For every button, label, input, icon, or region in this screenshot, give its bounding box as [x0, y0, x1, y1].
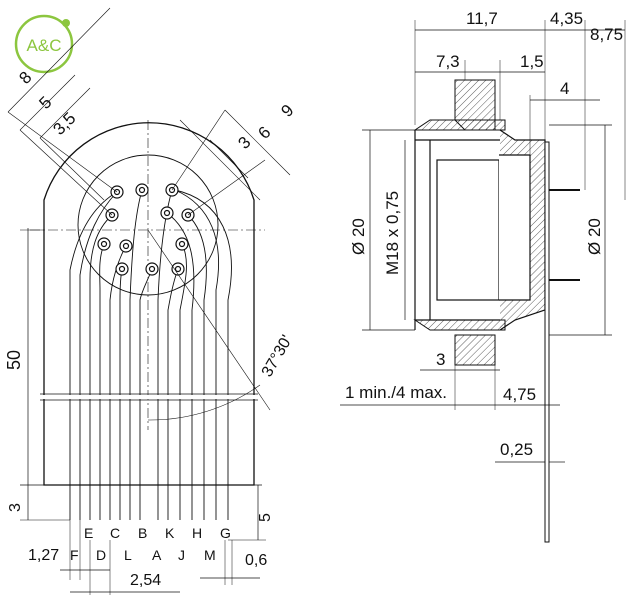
ac-logo: A&C — [14, 14, 74, 74]
dim-0-6: 0,6 — [245, 552, 267, 569]
pin-label: B — [138, 525, 147, 541]
dim-3-bottom: 3 — [7, 503, 24, 512]
pin-labels-bottom: D L A J M — [96, 547, 216, 563]
dim-angle: 37°30' — [259, 332, 296, 380]
dim-8-75: 8,75 — [590, 25, 623, 44]
pin-label: L — [124, 547, 132, 563]
dim-5-bottom: 5 — [257, 513, 274, 522]
pin-label: J — [178, 547, 185, 563]
pin-label: E — [84, 525, 93, 541]
pin-label: H — [192, 525, 202, 541]
dim-5: 5 — [35, 93, 55, 113]
pin-label: F — [70, 547, 79, 563]
pin-label: G — [220, 525, 231, 541]
dim-50: 50 — [4, 350, 24, 370]
dim-3-side: 3 — [436, 350, 445, 369]
logo-text: A&C — [27, 36, 62, 55]
pin-label: D — [96, 547, 106, 563]
dim-panel: 1 min./4 max. — [345, 383, 447, 402]
pin-label: M — [204, 547, 216, 563]
pin-label: C — [110, 525, 120, 541]
dim-dia-20-right: Ø 20 — [585, 218, 604, 255]
pin-labels-top: F E C B K H G — [70, 525, 231, 563]
dim-4-75: 4,75 — [503, 385, 536, 404]
dim-7-3: 7,3 — [436, 52, 460, 71]
pin-label: K — [165, 525, 175, 541]
pin-label: A — [152, 547, 162, 563]
front-view — [7, 7, 291, 595]
dim-dia-20-left: Ø 20 — [349, 218, 368, 255]
dim-4-35: 4,35 — [550, 9, 583, 28]
side-view-labels: 11,7 4,35 8,75 7,3 1,5 4 Ø 20 M18 x 0,75… — [345, 9, 623, 459]
dim-0-25: 0,25 — [500, 440, 533, 459]
dim-3-5: 3,5 — [49, 109, 79, 139]
dim-3: 3 — [234, 133, 254, 153]
dim-thread: M18 x 0,75 — [383, 191, 402, 275]
dim-1-5: 1,5 — [520, 52, 544, 71]
dim-1-27: 1,27 — [28, 547, 59, 564]
dim-2-54: 2,54 — [130, 572, 161, 589]
dim-4: 4 — [560, 79, 569, 98]
dim-11-7: 11,7 — [466, 9, 498, 28]
dim-6: 6 — [254, 123, 274, 143]
dim-9: 9 — [277, 101, 297, 121]
side-view — [340, 20, 626, 543]
